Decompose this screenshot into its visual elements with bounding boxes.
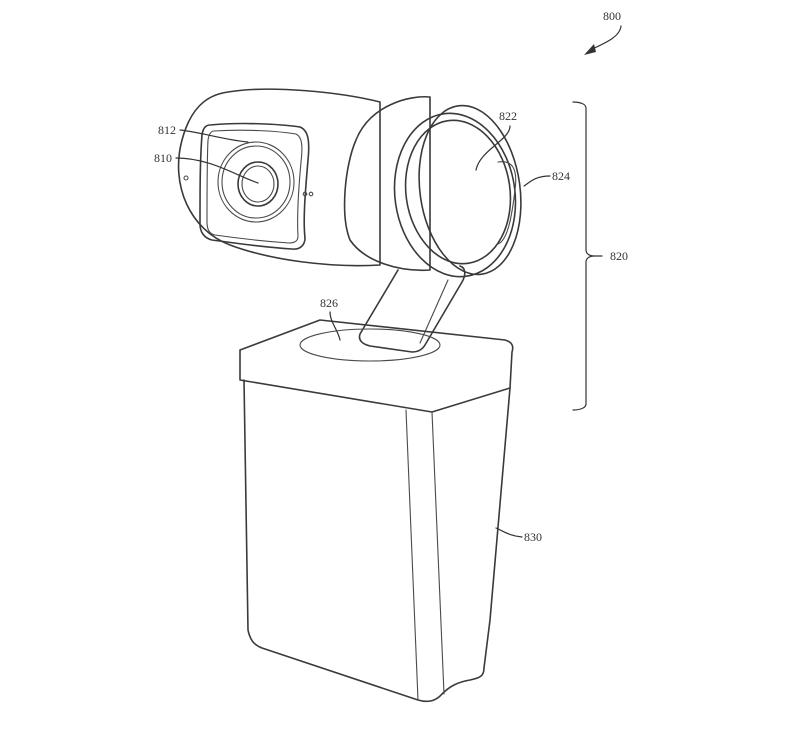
end-cap-rim [393, 112, 517, 278]
stem-outline [358, 265, 466, 353]
base [239, 319, 514, 703]
label-824: 824 [552, 169, 570, 183]
camera-head [177, 88, 381, 267]
arrow-800 [589, 25, 622, 51]
base-top [239, 319, 514, 413]
collar [343, 95, 431, 272]
lens [237, 161, 279, 207]
stem-edge [419, 279, 449, 344]
lens-window [199, 122, 310, 250]
base-edge-1 [405, 409, 419, 701]
bracket-820 [572, 101, 603, 411]
lens-outer-ring-2 [221, 145, 291, 219]
leader-826 [329, 311, 341, 341]
base-edge-2 [431, 411, 445, 695]
label-826: 826 [320, 296, 338, 310]
indicator-dot [183, 175, 189, 181]
leader-812 [179, 129, 249, 143]
arrowhead-icon [584, 44, 596, 55]
leader-824 [523, 175, 551, 187]
bracket [572, 101, 595, 411]
end-cap [404, 119, 512, 265]
label-822: 822 [499, 109, 517, 123]
ring-grip [497, 161, 517, 245]
lens-inner [241, 165, 275, 203]
lens-window-inner [206, 129, 303, 244]
leader-822 [475, 125, 511, 171]
stem [358, 265, 466, 353]
label-800: 800 [603, 9, 621, 23]
leader-810 [175, 157, 259, 184]
label-830: 830 [524, 530, 542, 544]
camera-body [177, 88, 381, 267]
leader-830 [495, 527, 523, 538]
label-810: 810 [154, 151, 172, 165]
lens-outer-ring [217, 141, 295, 223]
device-label-group: 800 [584, 9, 622, 55]
mic-dot-2 [308, 191, 314, 197]
camera-end [343, 95, 522, 278]
ring [418, 104, 522, 276]
label-820: 820 [610, 249, 628, 263]
label-812: 812 [158, 123, 176, 137]
base-body [243, 379, 511, 703]
pivot-recess [299, 328, 441, 362]
mic-dot-1 [302, 191, 308, 197]
